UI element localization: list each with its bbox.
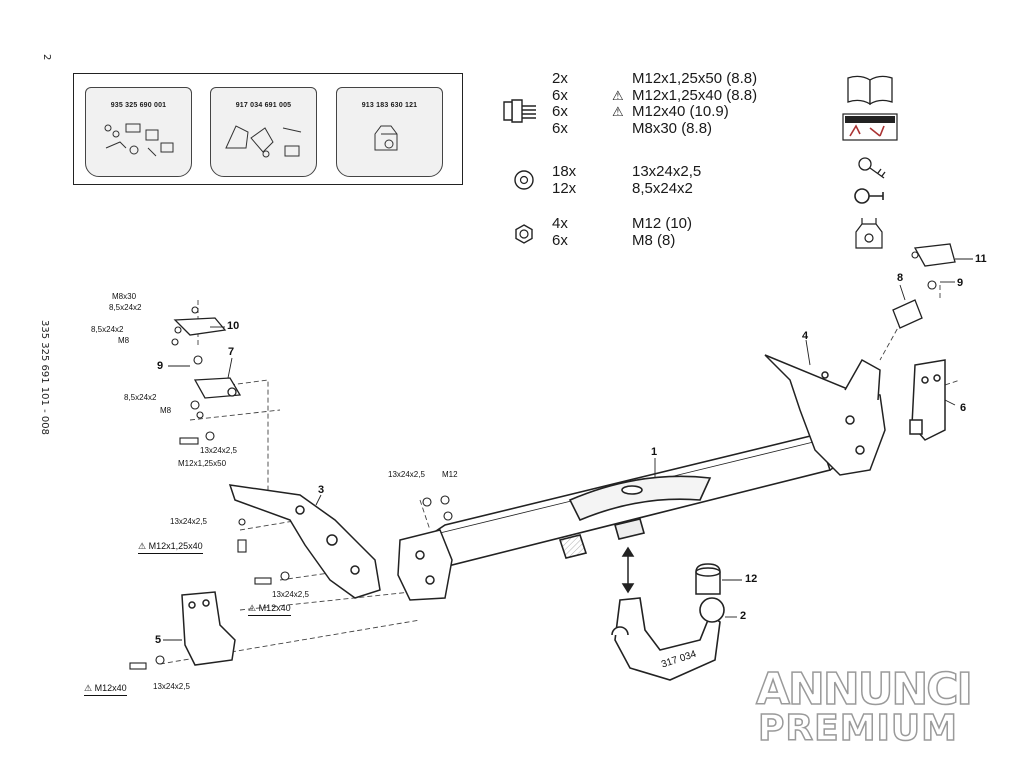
callout-2: 2 xyxy=(740,610,747,622)
callout-1: 1 xyxy=(651,446,658,458)
washer-row: 12x 8,5x24x2 xyxy=(552,179,701,198)
washer-spec: 8,5x24x2 xyxy=(632,179,693,197)
nut-qty: 6x xyxy=(552,231,568,249)
callout-6: 6 xyxy=(960,402,967,414)
washer-spec: 13x24x2,5 xyxy=(632,163,702,180)
left-side-bracket xyxy=(228,484,453,601)
label-m12x125x50: M12x1,25x50 xyxy=(178,459,227,468)
bolt-qty: 6x xyxy=(552,86,568,104)
kit-box: 935 325 690 001 917 034 691 005 913 183 … xyxy=(73,73,463,185)
upper-left-brackets xyxy=(173,317,242,399)
label-washer-85: 8,5x24x2 xyxy=(124,393,157,402)
nut-spec: M12 (10) xyxy=(632,215,693,232)
bolt-qty: 6x xyxy=(552,119,568,137)
kit-bag-3-parts-icon xyxy=(374,125,398,151)
watermark-line-1: ANNUNCI xyxy=(755,663,973,716)
callout-leaders xyxy=(163,258,973,641)
callout-3: 3 xyxy=(318,484,325,496)
label-washer-13: 13x24x2,5 xyxy=(272,590,309,599)
label-washer-13: 13x24x2,5 xyxy=(170,517,207,526)
callout-4: 4 xyxy=(802,330,809,342)
warning-label-m12x125x40: ⚠ M12x1,25x40 xyxy=(138,541,203,554)
callout-10: 10 xyxy=(227,320,240,332)
bolt-row: 6x ⚠ M12x40 (10.9) xyxy=(552,103,757,121)
washer-row: 18x 13x24x2,5 xyxy=(552,163,702,181)
kit-code-1: 935 325 690 001 xyxy=(110,102,167,109)
washer-icon xyxy=(514,170,534,190)
label-m8: M8 xyxy=(118,336,130,345)
warning-sticker-icon xyxy=(842,113,898,141)
nut-row: 6x M8 (8) xyxy=(552,231,692,250)
callout-5: 5 xyxy=(155,634,162,646)
label-washer-13: 13x24x2,5 xyxy=(153,682,190,691)
bolt-spec: M12x1,25x40 (8.8) xyxy=(632,86,758,104)
callout-9a: 9 xyxy=(157,360,164,372)
kit-code-2: 917 034 691 005 xyxy=(235,102,292,109)
bolt-qty: 2x xyxy=(552,70,568,87)
label-m8x30: M8x30 xyxy=(112,292,137,301)
bolt-row: 6x M8x30 (8.8) xyxy=(552,119,757,138)
callout-8: 8 xyxy=(897,272,904,284)
kit-bag-2-parts-icon xyxy=(225,125,302,158)
right-side-bracket xyxy=(764,354,886,476)
warning-icon: ⚠ xyxy=(138,541,149,551)
left-mounting-plate xyxy=(181,591,236,666)
warning-label-text: M12x40 xyxy=(258,603,291,613)
key-icon xyxy=(858,157,886,179)
label-m12: M12 xyxy=(442,470,458,479)
warning-icon: ⚠ xyxy=(84,683,95,693)
bolt-spec: M12x40 (10.9) xyxy=(632,103,729,120)
socket-cover-icon xyxy=(855,218,883,249)
label-m8: M8 xyxy=(160,406,172,415)
ball-cap xyxy=(695,563,721,595)
warning-icon: ⚠ xyxy=(612,87,624,103)
watermark-line-2: PREMIUM xyxy=(757,707,958,750)
callout-7: 7 xyxy=(228,346,235,358)
warning-icon: ⚠ xyxy=(248,603,259,613)
callout-11: 11 xyxy=(975,253,987,265)
lock-ring-icon xyxy=(854,188,884,204)
nut-row: 4x M12 (10) xyxy=(552,215,693,233)
kit-bag-1: 935 325 690 001 xyxy=(85,87,192,177)
warning-label-m12x40: ⚠ M12x40 xyxy=(84,683,127,696)
warning-icon: ⚠ xyxy=(612,104,624,119)
main-cross-tube xyxy=(428,429,846,569)
nut-qty: 4x xyxy=(552,215,568,232)
callout-9b: 9 xyxy=(957,277,964,289)
warning-label-m12x40: ⚠ M12x40 xyxy=(248,603,291,616)
warning-label-text: M12x1,25x40 xyxy=(148,541,203,551)
bolt-qty: 6x xyxy=(552,103,568,120)
bolt-spec: M12x1,25x50 (8.8) xyxy=(632,70,758,87)
nuts-list: 4x M12 (10) 6x M8 (8) xyxy=(552,215,693,250)
bolts-list: 2x M12x1,25x50 (8.8) 6x ⚠ M12x1,25x40 (8.8)… xyxy=(552,70,758,138)
nut-spec: M8 (8) xyxy=(632,231,676,249)
callout-12: 12 xyxy=(745,573,758,585)
manual-book-icon xyxy=(847,75,893,106)
washer-qty: 18x xyxy=(552,163,577,180)
washer-qty: 12x xyxy=(552,179,577,197)
upper-right-brackets xyxy=(892,243,956,329)
tow-ball-neck xyxy=(611,597,725,681)
right-mounting-plate xyxy=(909,359,946,441)
kit-bag-3: 913 183 630 121 xyxy=(336,87,443,177)
label-washer-85: 8,5x24x2 xyxy=(109,303,142,312)
warning-label-text: M12x40 xyxy=(94,683,127,693)
kit-bag-1-parts-icon xyxy=(104,123,174,157)
double-arrow-icon xyxy=(621,546,635,594)
bolt-icon xyxy=(503,99,536,123)
label-washer-13: 13x24x2,5 xyxy=(200,446,237,455)
washers-list: 18x 13x24x2,5 12x 8,5x24x2 xyxy=(552,163,702,198)
label-washer-85: 8,5x24x2 xyxy=(91,325,124,334)
bolt-row: 2x M12x1,25x50 (8.8) xyxy=(552,70,758,88)
fasteners xyxy=(129,251,937,670)
nut-icon xyxy=(515,224,533,244)
kit-code-3: 913 183 630 121 xyxy=(361,102,418,109)
kit-bag-2: 917 034 691 005 xyxy=(210,87,317,177)
accessory-icons xyxy=(842,75,898,249)
label-washer-13: 13x24x2,5 xyxy=(388,470,425,479)
bolt-row: 6x ⚠ M12x1,25x40 (8.8) xyxy=(552,86,758,105)
bolt-spec: M8x30 (8.8) xyxy=(632,119,713,137)
